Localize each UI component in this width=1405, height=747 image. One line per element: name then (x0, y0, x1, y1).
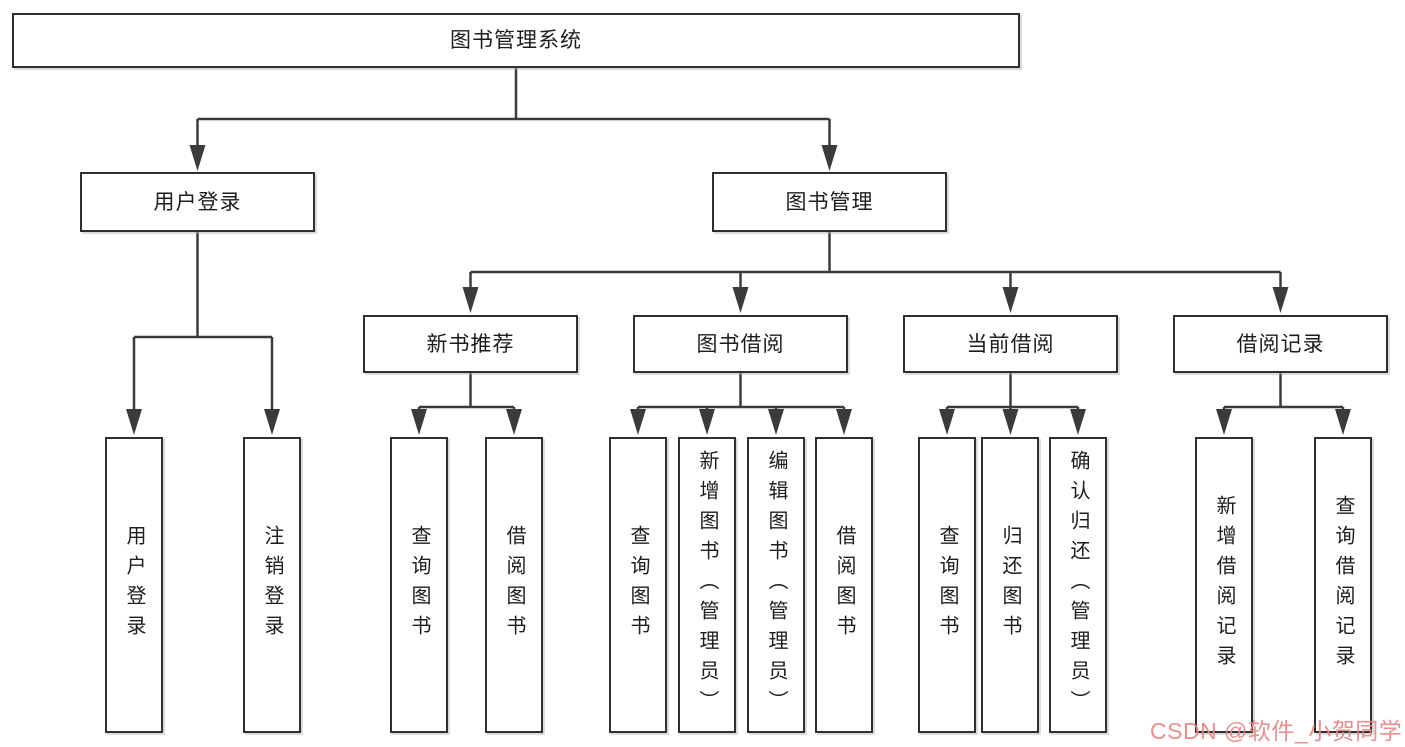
leaf-borrow-query-books: 查询图书 (609, 437, 667, 733)
leaf-records-add-record-label: 新增借阅记录 (1213, 495, 1235, 675)
leaf-newbook-borrow-books: 借阅图书 (485, 437, 543, 733)
node-current-borrowing: 当前借阅 (903, 315, 1118, 373)
leaf-current-query-books-label: 查询图书 (936, 525, 958, 645)
node-new-book-recommend-label: 新书推荐 (426, 332, 515, 356)
leaf-user-login: 用户登录 (105, 437, 163, 733)
leaf-newbook-query-books-label: 查询图书 (408, 525, 430, 645)
leaf-current-confirm-return-admin: 确认归还（管理员） (1049, 437, 1107, 733)
root-node-library-system: 图书管理系统 (12, 13, 1020, 68)
leaf-current-confirm-return-admin-label: 确认归还（管理员） (1067, 450, 1089, 720)
node-book-borrowing-label: 图书借阅 (696, 332, 785, 356)
root-node-label: 图书管理系统 (450, 29, 582, 52)
leaf-borrow-borrow-books-label: 借阅图书 (833, 525, 855, 645)
node-user-login-label: 用户登录 (153, 190, 242, 214)
leaf-borrow-edit-books-admin: 编辑图书（管理员） (747, 437, 805, 733)
leaf-user-login-label: 用户登录 (123, 525, 145, 645)
leaf-records-query-record: 查询借阅记录 (1314, 437, 1372, 733)
leaf-logout: 注销登录 (243, 437, 301, 733)
leaf-current-return-books-label: 归还图书 (999, 525, 1021, 645)
leaf-newbook-query-books: 查询图书 (390, 437, 448, 733)
node-book-borrowing: 图书借阅 (633, 315, 848, 373)
csdn-watermark: CSDN @软件_小贺同学 (1150, 718, 1403, 744)
node-user-login: 用户登录 (80, 172, 315, 232)
leaf-current-query-books: 查询图书 (918, 437, 976, 733)
arrowheads (126, 145, 1351, 435)
node-book-management: 图书管理 (712, 172, 947, 232)
leaf-records-add-record: 新增借阅记录 (1195, 437, 1253, 733)
leaf-current-return-books: 归还图书 (981, 437, 1039, 733)
leaf-borrow-borrow-books: 借阅图书 (815, 437, 873, 733)
node-borrowing-records-label: 借阅记录 (1236, 332, 1325, 356)
leaf-records-query-record-label: 查询借阅记录 (1332, 495, 1354, 675)
node-new-book-recommend: 新书推荐 (363, 315, 578, 373)
leaf-newbook-borrow-books-label: 借阅图书 (503, 525, 525, 645)
node-book-management-label: 图书管理 (785, 190, 874, 214)
leaf-borrow-add-books-admin: 新增图书（管理员） (678, 437, 736, 733)
leaf-borrow-query-books-label: 查询图书 (627, 525, 649, 645)
leaf-borrow-edit-books-admin-label: 编辑图书（管理员） (765, 450, 787, 720)
leaf-borrow-add-books-admin-label: 新增图书（管理员） (696, 450, 718, 720)
node-borrowing-records: 借阅记录 (1173, 315, 1388, 373)
leaf-logout-label: 注销登录 (261, 525, 283, 645)
node-current-borrowing-label: 当前借阅 (966, 332, 1055, 356)
